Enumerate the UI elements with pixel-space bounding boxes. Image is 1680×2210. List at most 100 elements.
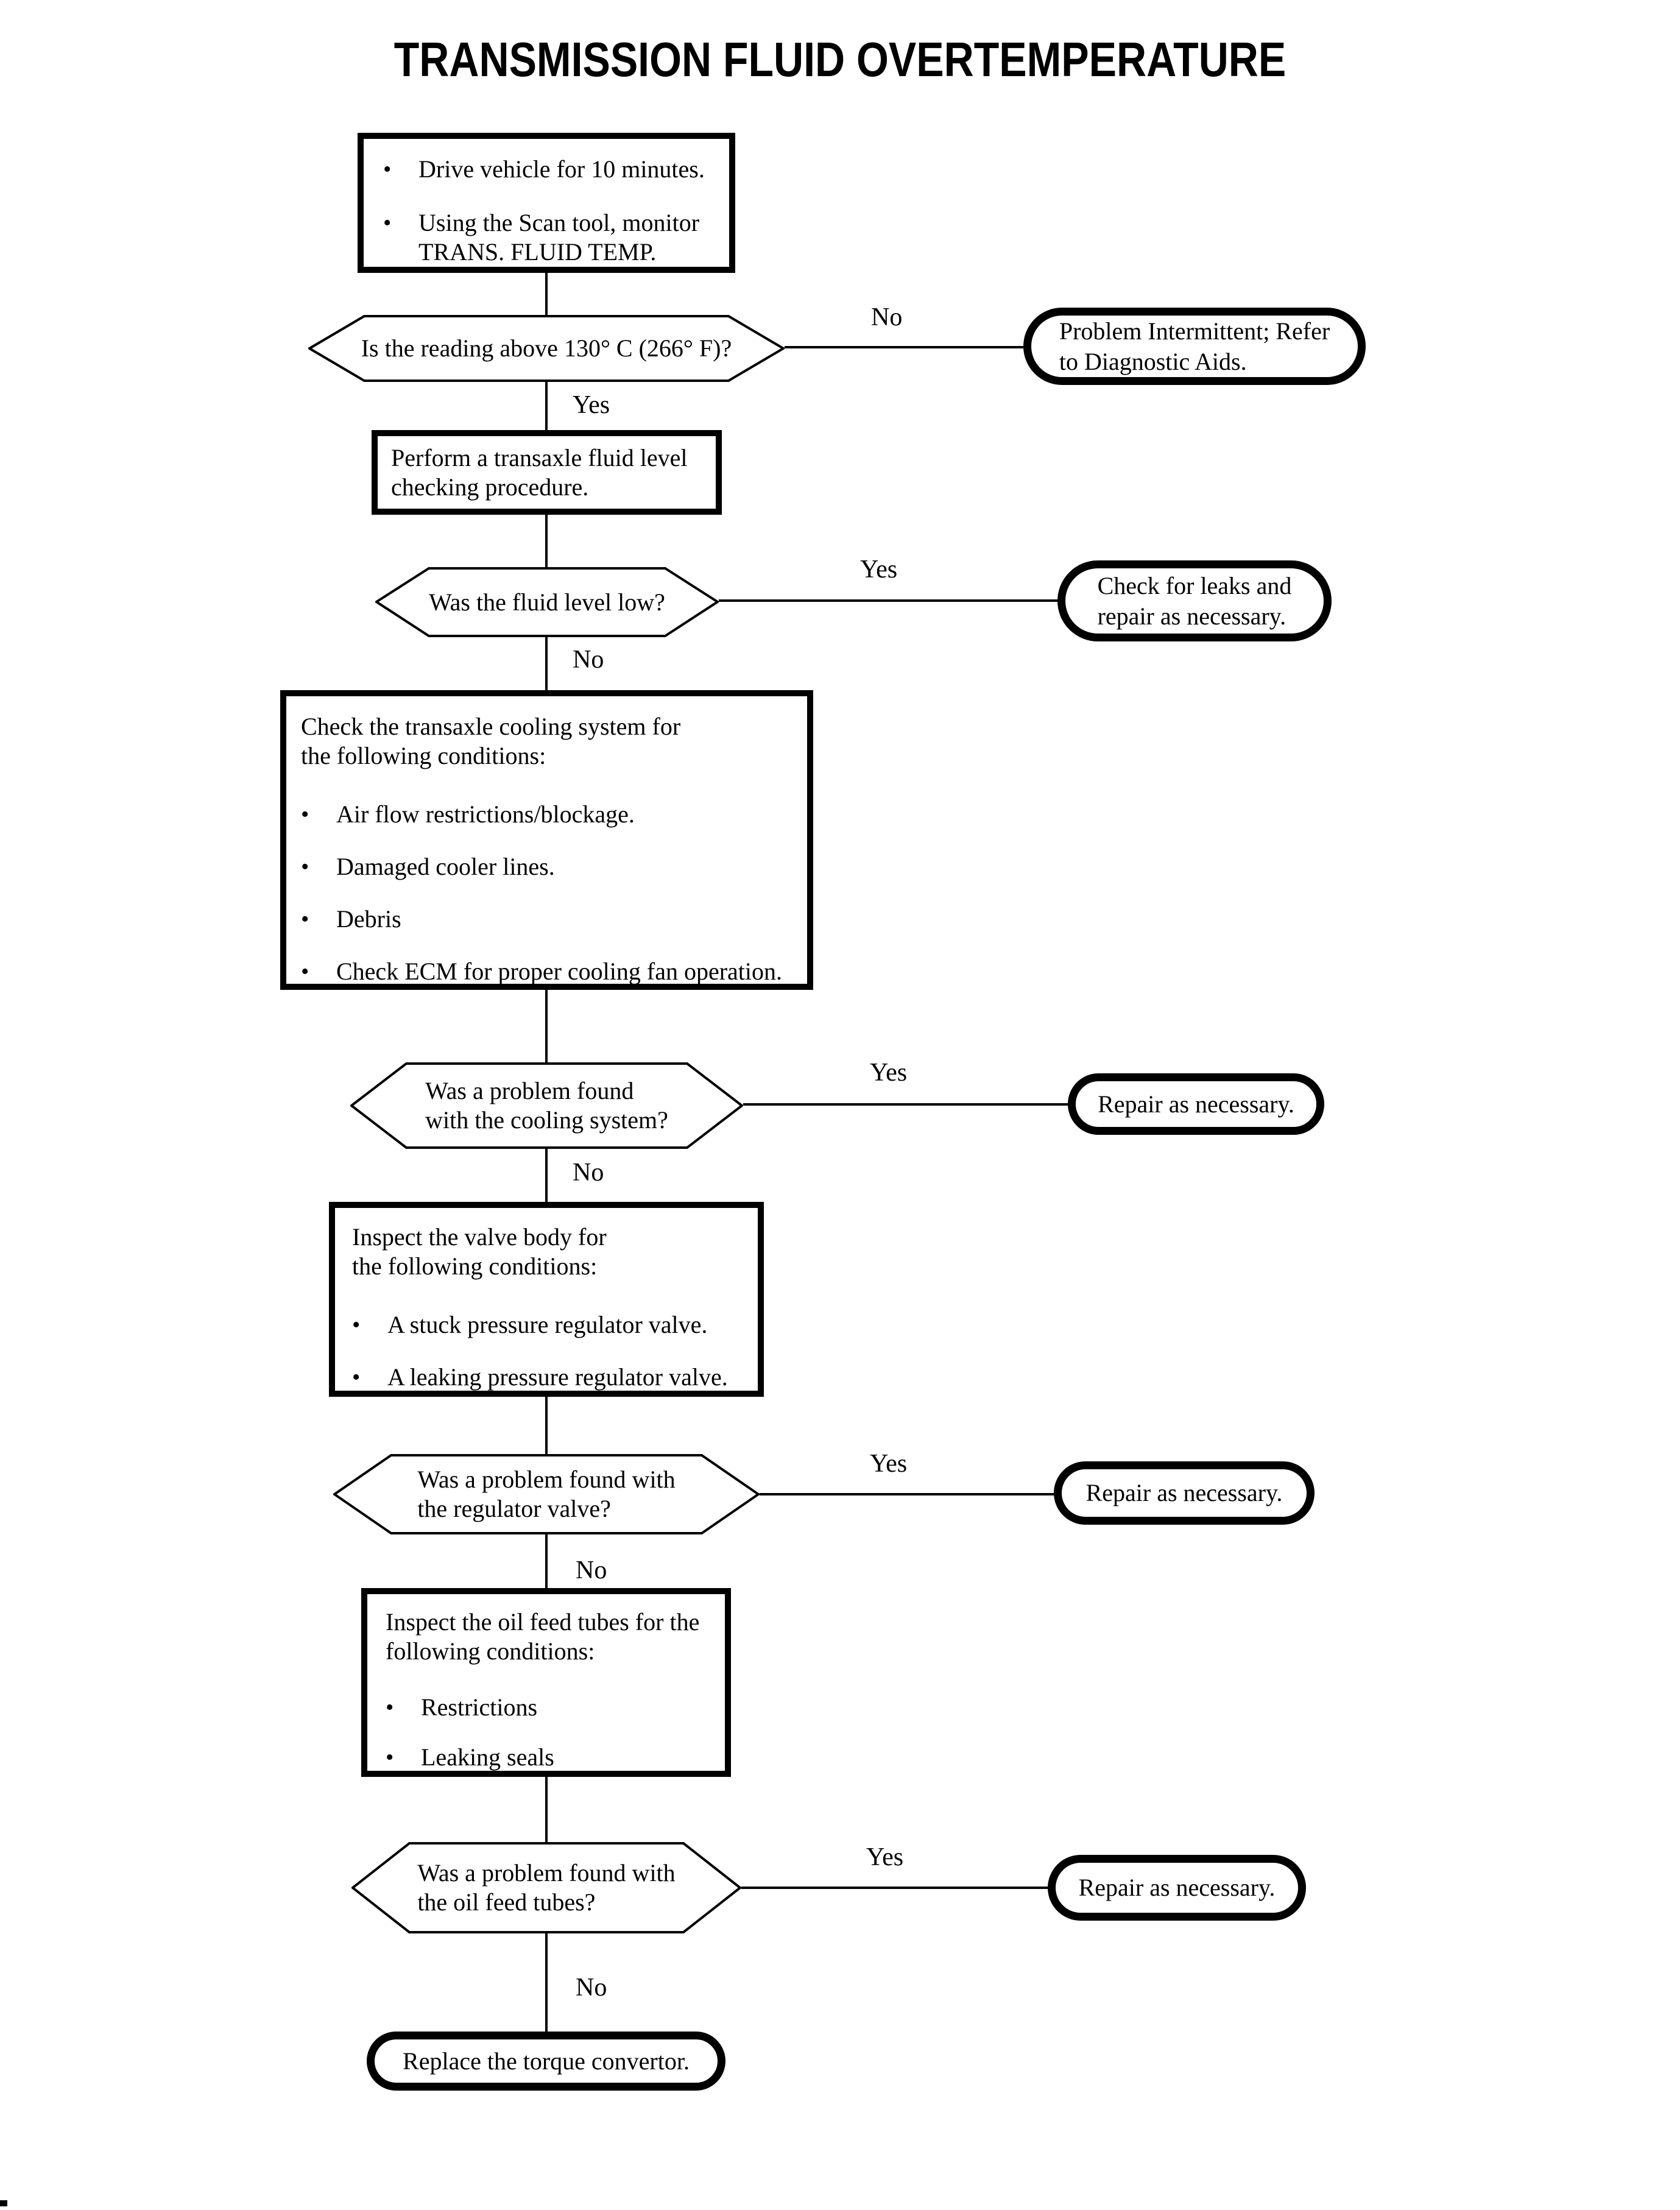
bullet-icon: •: [352, 1364, 361, 1390]
connector-line: [545, 637, 548, 690]
decision-text: the regulator valve?: [417, 1495, 611, 1522]
process-text: the following conditions:: [352, 1252, 598, 1280]
step-text: Drive vehicle for 10 minutes.: [418, 155, 705, 183]
connector-line: [545, 1534, 548, 1588]
decision-cooling-system-problem: Was a problem found with the cooling sys…: [350, 1062, 743, 1149]
bullet-icon: •: [383, 210, 392, 236]
edge-label-yes: Yes: [573, 391, 610, 419]
edge-label-yes: Yes: [866, 1843, 904, 1871]
decision-text: Was a problem found with: [417, 1466, 676, 1493]
connector-line: [743, 1103, 1068, 1106]
decision-text: the oil feed tubes?: [417, 1888, 596, 1916]
bullet-icon: •: [386, 1695, 394, 1720]
terminal-text: Replace the torque convertor.: [403, 2047, 690, 2075]
bullet-icon: •: [301, 959, 309, 984]
terminal-problem-intermittent: Problem Intermittent; Refer to Diagnosti…: [1023, 308, 1366, 385]
connector-line: [785, 346, 1023, 348]
process-inspect-oil-feed-tubes: Inspect the oil feed tubes for the follo…: [361, 1588, 731, 1777]
decision-fluid-level-low: Was the fluid level low?: [375, 567, 719, 637]
process-text: Perform a transaxle fluid level: [391, 444, 688, 471]
step-text: TRANS. FLUID TEMP.: [418, 238, 657, 266]
decision-text: Was the fluid level low?: [429, 588, 665, 616]
bullet-icon: •: [301, 906, 309, 932]
step-text: Damaged cooler lines.: [336, 853, 555, 880]
connector-line: [545, 1149, 548, 1202]
bullet-icon: •: [352, 1312, 361, 1338]
process-text: the following conditions:: [301, 742, 546, 769]
terminal-text: Repair as necessary.: [1078, 1874, 1276, 1901]
process-fluid-level-check: Perform a transaxle fluid level checking…: [372, 430, 722, 515]
list-item: • Damaged cooler lines.: [301, 852, 801, 881]
bullet-icon: •: [301, 802, 309, 827]
edge-label-no: No: [573, 1159, 604, 1187]
process-text: following conditions:: [386, 1637, 595, 1665]
list-item: • Check ECM for proper cooling fan opera…: [301, 957, 801, 986]
bullet-icon: •: [386, 1745, 394, 1770]
terminal-repair-as-necessary-3: Repair as necessary.: [1048, 1855, 1306, 1921]
edge-label-no: No: [576, 1556, 607, 1584]
connector-line: [545, 1397, 548, 1454]
edge-label-yes: Yes: [870, 1059, 908, 1087]
decision-text: Is the reading above 130° C (266° F)?: [361, 334, 732, 362]
terminal-replace-torque-convertor: Replace the torque convertor.: [367, 2032, 725, 2091]
process-text: checking procedure.: [391, 473, 589, 501]
step-text: Air flow restrictions/blockage.: [336, 800, 635, 828]
connector-line: [545, 515, 548, 567]
step-text: Check ECM for proper cooling fan operati…: [336, 958, 783, 985]
decision-text: Was a problem found with: [417, 1859, 676, 1887]
page-title: TRANSMISSION FLUID OVERTEMPERATURE: [394, 32, 1286, 86]
connector-line: [719, 599, 1057, 602]
list-item: • Drive vehicle for 10 minutes.: [383, 155, 721, 184]
step-text: Restrictions: [421, 1693, 538, 1721]
connector-line: [545, 990, 548, 1062]
hexagon-shape: [333, 1454, 760, 1534]
list-item: • Using the Scan tool, monitor TRANS. FL…: [383, 208, 721, 267]
step-text: Debris: [336, 905, 401, 933]
terminal-check-for-leaks: Check for leaks and repair as necessary.: [1057, 560, 1332, 641]
step-text: Using the Scan tool, monitor: [418, 209, 700, 236]
connector-line: [545, 1777, 548, 1842]
edge-label-no: No: [871, 303, 903, 331]
terminal-text: to Diagnostic Aids.: [1059, 347, 1247, 375]
step-text: A leaking pressure regulator valve.: [387, 1363, 728, 1391]
connector-line: [545, 382, 548, 430]
list-item: • Leaking seals: [386, 1743, 719, 1772]
edge-label-no: No: [573, 646, 604, 674]
list-item: • Air flow restrictions/blockage.: [301, 800, 801, 829]
decision-text: with the cooling system?: [425, 1106, 668, 1134]
terminal-repair-as-necessary-1: Repair as necessary.: [1068, 1073, 1324, 1135]
process-check-cooling-system: Check the transaxle cooling system for t…: [280, 690, 813, 990]
process-inspect-valve-body: Inspect the valve body for the following…: [329, 1202, 764, 1397]
terminal-text: repair as necessary.: [1097, 602, 1286, 630]
list-item: • Restrictions: [386, 1693, 719, 1722]
list-item: • A leaking pressure regulator valve.: [352, 1363, 752, 1392]
step-text: Leaking seals: [421, 1743, 554, 1771]
process-text: Check the transaxle cooling system for: [301, 713, 681, 740]
list-item: • A stuck pressure regulator valve.: [352, 1310, 752, 1340]
list-item: • Debris: [301, 905, 801, 934]
connector-line: [545, 273, 548, 315]
hexagon-shape: [308, 315, 785, 382]
process-text: Inspect the oil feed tubes for the: [386, 1608, 700, 1636]
edge-label-no: No: [576, 1974, 607, 2002]
process-start-box: • Drive vehicle for 10 minutes. • Using …: [358, 133, 735, 273]
connector-line: [741, 1887, 1048, 1889]
edge-label-yes: Yes: [860, 556, 898, 584]
terminal-text: Problem Intermittent; Refer: [1059, 317, 1330, 345]
terminal-text: Check for leaks and: [1097, 571, 1292, 599]
process-text: Inspect the valve body for: [352, 1223, 607, 1251]
terminal-repair-as-necessary-2: Repair as necessary.: [1054, 1461, 1315, 1525]
terminal-text: Repair as necessary.: [1085, 1479, 1283, 1506]
decision-oil-feed-tubes-problem: Was a problem found with the oil feed tu…: [351, 1842, 741, 1933]
bullet-icon: •: [301, 854, 309, 880]
connector-line: [760, 1493, 1054, 1495]
scan-artifact: [0, 2200, 7, 2206]
hexagon-shape: [351, 1842, 741, 1933]
connector-line: [545, 1933, 548, 2032]
hexagon-shape: [350, 1062, 743, 1149]
decision-reading-above-130c: Is the reading above 130° C (266° F)?: [308, 315, 785, 382]
hexagon-shape: [375, 567, 719, 637]
terminal-text: Repair as necessary.: [1098, 1090, 1294, 1118]
decision-regulator-valve-problem: Was a problem found with the regulator v…: [333, 1454, 760, 1534]
